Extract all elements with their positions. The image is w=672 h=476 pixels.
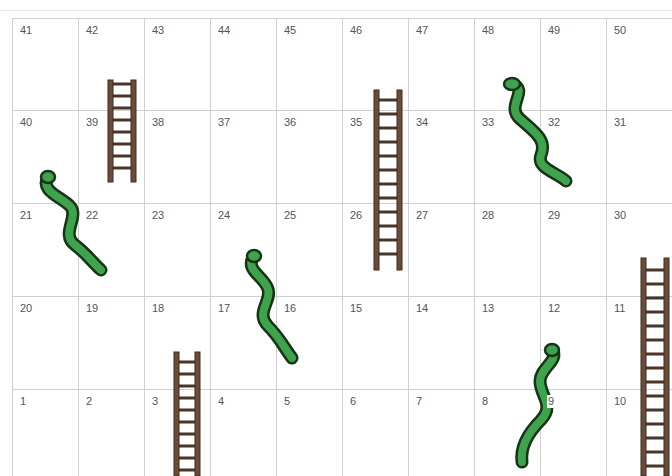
grid-lines [0,11,672,476]
square-number: 43 [151,24,165,37]
square-number: 4 [217,395,225,408]
ladder-30-10 [641,258,669,476]
square-number: 16 [283,302,297,315]
square-number: 32 [547,116,561,129]
square-number: 11 [613,302,626,315]
square-number: 29 [547,209,561,222]
square-number: 49 [547,24,561,37]
snake-12-8 [522,344,559,462]
square-number: 34 [415,116,429,129]
ladder-18-3 [174,352,200,476]
square-number: 38 [151,116,165,129]
square-number: 15 [349,302,363,315]
square-number: 24 [217,209,231,222]
square-number: 19 [85,302,99,315]
square-number: 30 [613,209,627,222]
square-number: 36 [283,116,297,129]
square-number: 47 [415,24,429,37]
square-number: 14 [415,302,429,315]
square-number: 41 [19,24,33,37]
square-number: 48 [481,24,495,37]
ladder-46-26 [374,90,402,270]
square-number: 25 [283,209,297,222]
square-number: 20 [19,302,33,315]
square-number: 21 [19,209,33,222]
square-number: 37 [217,116,231,129]
square-number: 26 [349,209,363,222]
square-number: 10 [613,395,627,408]
square-number: 27 [415,209,429,222]
square-number: 42 [85,24,99,37]
square-number: 17 [217,302,231,315]
square-number: 44 [217,24,231,37]
square-number: 35 [349,116,363,129]
square-number: 13 [481,302,495,315]
square-number: 28 [481,209,495,222]
square-number: 40 [19,116,33,129]
square-number: 45 [283,24,297,37]
square-number: 8 [481,395,489,408]
square-number: 12 [547,302,561,315]
square-number: 3 [151,395,159,408]
snakes [41,78,566,462]
snake-49-32 [504,78,566,181]
square-number: 1 [19,395,27,408]
square-number: 23 [151,209,165,222]
square-number: 31 [613,116,627,129]
square-number: 6 [349,395,357,408]
square-number: 2 [85,395,93,408]
snake-40-22 [41,171,101,270]
square-number: 50 [613,24,627,37]
square-number: 46 [349,24,363,37]
square-number: 39 [85,116,99,129]
square-number: 33 [481,116,495,129]
square-number: 5 [283,395,291,408]
ladder-42-39 [108,80,136,182]
square-number: 7 [415,395,423,408]
square-number: 18 [151,302,165,315]
square-number: 22 [85,209,99,222]
square-number: 9 [547,395,555,408]
